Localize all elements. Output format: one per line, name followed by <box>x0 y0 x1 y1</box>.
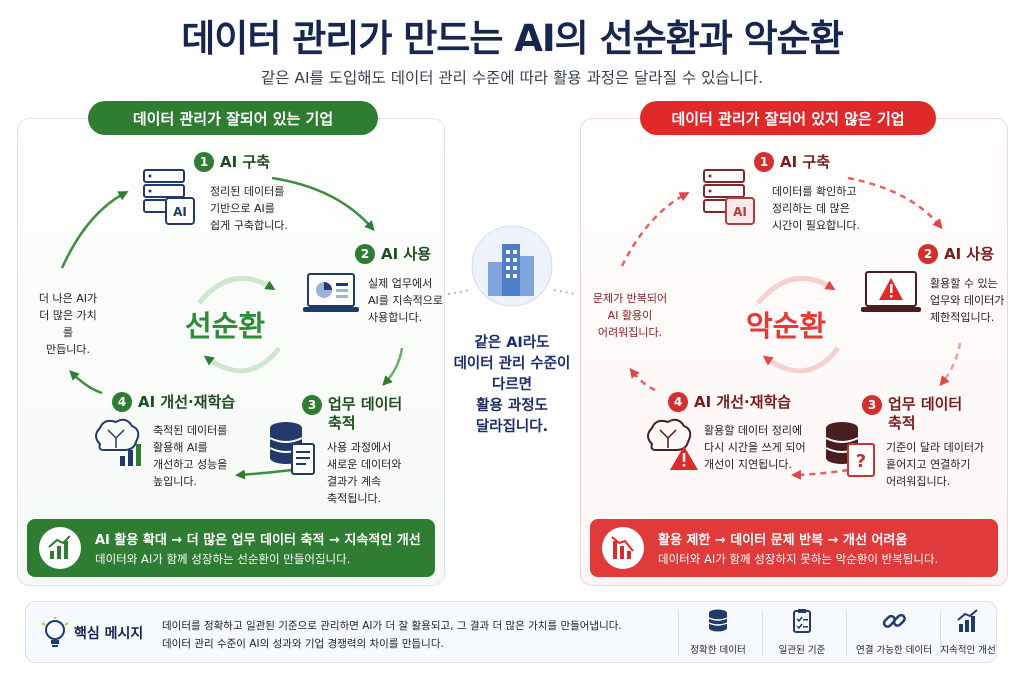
bad-step-4-desc: 활용할 데이터 정리에 다시 시간을 쓰게 되어 개선이 지연됩니다. <box>704 424 806 471</box>
loop-bottom <box>762 346 840 374</box>
key-message-line1: 데이터를 정확하고 일관된 기준으로 관리하면 AI가 더 잘 활용되고, 그 … <box>162 620 622 632</box>
feature-continuous-improvement: 지속적인 개선 <box>926 608 1010 656</box>
arrow-side-to-1 <box>60 191 129 269</box>
building-icon <box>447 225 577 307</box>
lightbulb-icon <box>41 617 69 647</box>
divider <box>940 610 941 656</box>
middle-message: 같은 AI라도 데이터 관리 수준이 다르면 활용 과정도 달라집니다. <box>453 335 571 435</box>
arrow-2-to-3 <box>939 342 962 387</box>
arrow-1-to-2 <box>271 176 375 232</box>
decline-chart-icon <box>602 527 644 569</box>
good-side-text: 더 나은 AI가 더 많은 가치를 만듭니다. <box>38 292 98 356</box>
key-message-box: 핵심 메시지 데이터를 정확하고 일관된 기준으로 관리하면 AI가 더 잘 활… <box>25 601 997 663</box>
divider <box>762 610 763 656</box>
clipboard-icon <box>793 609 811 633</box>
chip-label: AI <box>173 205 187 219</box>
brain-chart-icon <box>95 418 141 466</box>
chip-label: AI <box>733 205 747 219</box>
good-step-3-desc: 사용 과정에서 새로운 데이터와 결과가 계속 축적됩니다. <box>327 441 402 505</box>
svg-text:?: ? <box>856 451 866 472</box>
brain-warning-icon <box>647 418 698 470</box>
arrow-4-to-side <box>69 370 103 395</box>
loop-bottom <box>203 346 281 374</box>
good-cycle-label: 선순환 <box>185 309 266 343</box>
page-subtitle: 같은 AI를 도입해도 데이터 관리 수준에 따라 활용 과정은 달라질 수 있… <box>260 69 764 87</box>
feature-accurate-data: 정확한 데이터 <box>676 608 760 656</box>
bad-step-3-desc: 기준이 달라 데이터가 흩어지고 연결하기 어려워집니다. <box>886 441 985 488</box>
growth-chart-icon <box>39 527 81 569</box>
feature-linkable-data: 연결 가능한 데이터 <box>846 608 942 656</box>
bad-banner-line2: 데이터와 AI가 함께 성장하지 못하는 악순환이 반복됩니다. <box>658 552 939 566</box>
arrow-side-to-1 <box>620 192 690 267</box>
bad-panel-tag: 데이터 관리가 잘되어 있지 않은 기업 <box>640 101 936 135</box>
good-panel-tag: 데이터 관리가 잘되어 있는 기업 <box>88 101 378 135</box>
loop-top <box>756 275 836 305</box>
server-chip-icon: AI <box>143 169 195 225</box>
good-step-4-desc: 축적된 데이터를 활용해 AI를 개선하고 성능을 높입니다. <box>153 424 228 488</box>
good-panel <box>17 118 445 586</box>
bad-side-text: 문제가 반복되어 AI 활용이 어려워집니다. <box>592 292 668 339</box>
link-icon <box>882 613 906 628</box>
loop-top <box>197 275 276 305</box>
divider <box>678 610 679 656</box>
divider <box>846 610 847 656</box>
server-chip-icon: AI <box>703 169 755 225</box>
feature-consistent-standard: 일관된 기준 <box>760 608 844 656</box>
bad-banner: 활용 제한 → 데이터 문제 반복 → 개선 어려움 데이터와 AI가 함께 성… <box>590 519 998 577</box>
good-banner-line1: AI 활용 확대 → 더 많은 업무 데이터 축적 → 지속적인 개선 <box>95 533 421 548</box>
growth-chart-icon <box>957 609 978 632</box>
bad-step-1-desc: 데이터를 확인하고 정리하는 데 많은 시간이 필요합니다. <box>772 185 860 232</box>
page-title: 데이터 관리가 만드는 AI의 선순환과 악순환 <box>181 17 844 60</box>
database-question-icon: ? <box>825 422 875 477</box>
arrow-4-to-side <box>629 367 656 392</box>
good-step-1-desc: 정리된 데이터를 기반으로 AI를 쉽게 구축합니다. <box>210 185 288 232</box>
arrow-1-to-2 <box>847 176 943 230</box>
database-icon <box>708 609 728 632</box>
laptop-warning-icon <box>861 271 921 312</box>
bad-step-2-desc: 활용할 수 있는 업무와 데이터가 제한적입니다. <box>930 277 1005 324</box>
good-banner: AI 활용 확대 → 더 많은 업무 데이터 축적 → 지속적인 개선 데이터와… <box>27 519 435 577</box>
good-banner-line2: 데이터와 AI가 함께 성장하는 선순환이 만들어집니다. <box>95 552 351 566</box>
good-step-2-desc: 실제 업무에서 AI를 지속적으로 사용합니다. <box>368 277 443 324</box>
laptop-chart-icon <box>303 273 359 312</box>
bad-cycle-label: 악순환 <box>746 309 827 343</box>
arrow-3-to-4 <box>235 468 293 480</box>
good-cycle-arrows <box>60 176 404 480</box>
bad-cycle-arrows <box>620 176 962 480</box>
arrow-2-to-3 <box>382 347 404 386</box>
bad-panel <box>580 118 1008 586</box>
key-message-label: 핵심 메시지 <box>74 626 144 642</box>
database-doc-icon <box>269 422 315 475</box>
arrow-3-to-4 <box>791 468 849 480</box>
bad-banner-line1: 활용 제한 → 데이터 문제 반복 → 개선 어려움 <box>658 533 908 548</box>
key-message-line2: 데이터 관리 수준이 AI의 성과와 기업 경쟁력의 차이를 만듭니다. <box>162 638 444 650</box>
